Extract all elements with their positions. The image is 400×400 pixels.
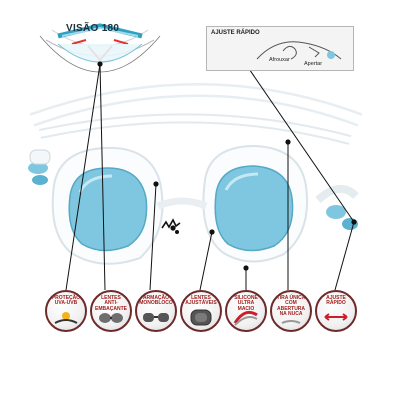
left-buckle-icon [28, 149, 51, 185]
right-lens [214, 165, 294, 252]
feature-badge-uv: PROTEÇÃO UVA-UVB [45, 290, 87, 332]
quick-adjust-detail: AJUSTE RÁPIDO Afrouxar Apertar [206, 26, 354, 71]
goggle-frame-icon [143, 313, 169, 322]
brand-logo [161, 218, 181, 234]
split-strap-icon [281, 320, 301, 324]
loosen-label: Afrouxar [269, 57, 290, 63]
vision-180-title: VISÃO 180 [66, 23, 120, 34]
feature-badge-strap: TIRA ÚNICA COM ABERTURA NA NUCA [270, 290, 312, 332]
feature-badge-silicone: SILICONE ULTRA MACIO [225, 290, 267, 332]
lens-closeup-icon [190, 309, 212, 326]
feature-badge-lenses: LENTES AJUSTÁVEIS [180, 290, 222, 332]
antifog-lens-icon [99, 313, 123, 323]
quick-adjust-icon [324, 313, 348, 321]
sun-icon [54, 312, 78, 324]
feature-badge-antifog: LENTES ANTI-EMBAÇANTE [90, 290, 132, 332]
detail-title: AJUSTE RÁPIDO [211, 30, 260, 36]
hand-adjusting-icon [256, 41, 342, 60]
nose-bridge [156, 197, 208, 210]
feature-badge-quick-adjust: AJUSTE RÁPIDO [315, 290, 357, 332]
silicone-strap-icon [233, 310, 258, 326]
feature-badge-frame: ARMAÇÃO MONOBLOCO [135, 290, 177, 332]
callout-lines [65, 43, 355, 291]
tighten-label: Apertar [304, 61, 323, 67]
left-lens [68, 167, 148, 252]
right-buckle-icon [315, 185, 359, 230]
